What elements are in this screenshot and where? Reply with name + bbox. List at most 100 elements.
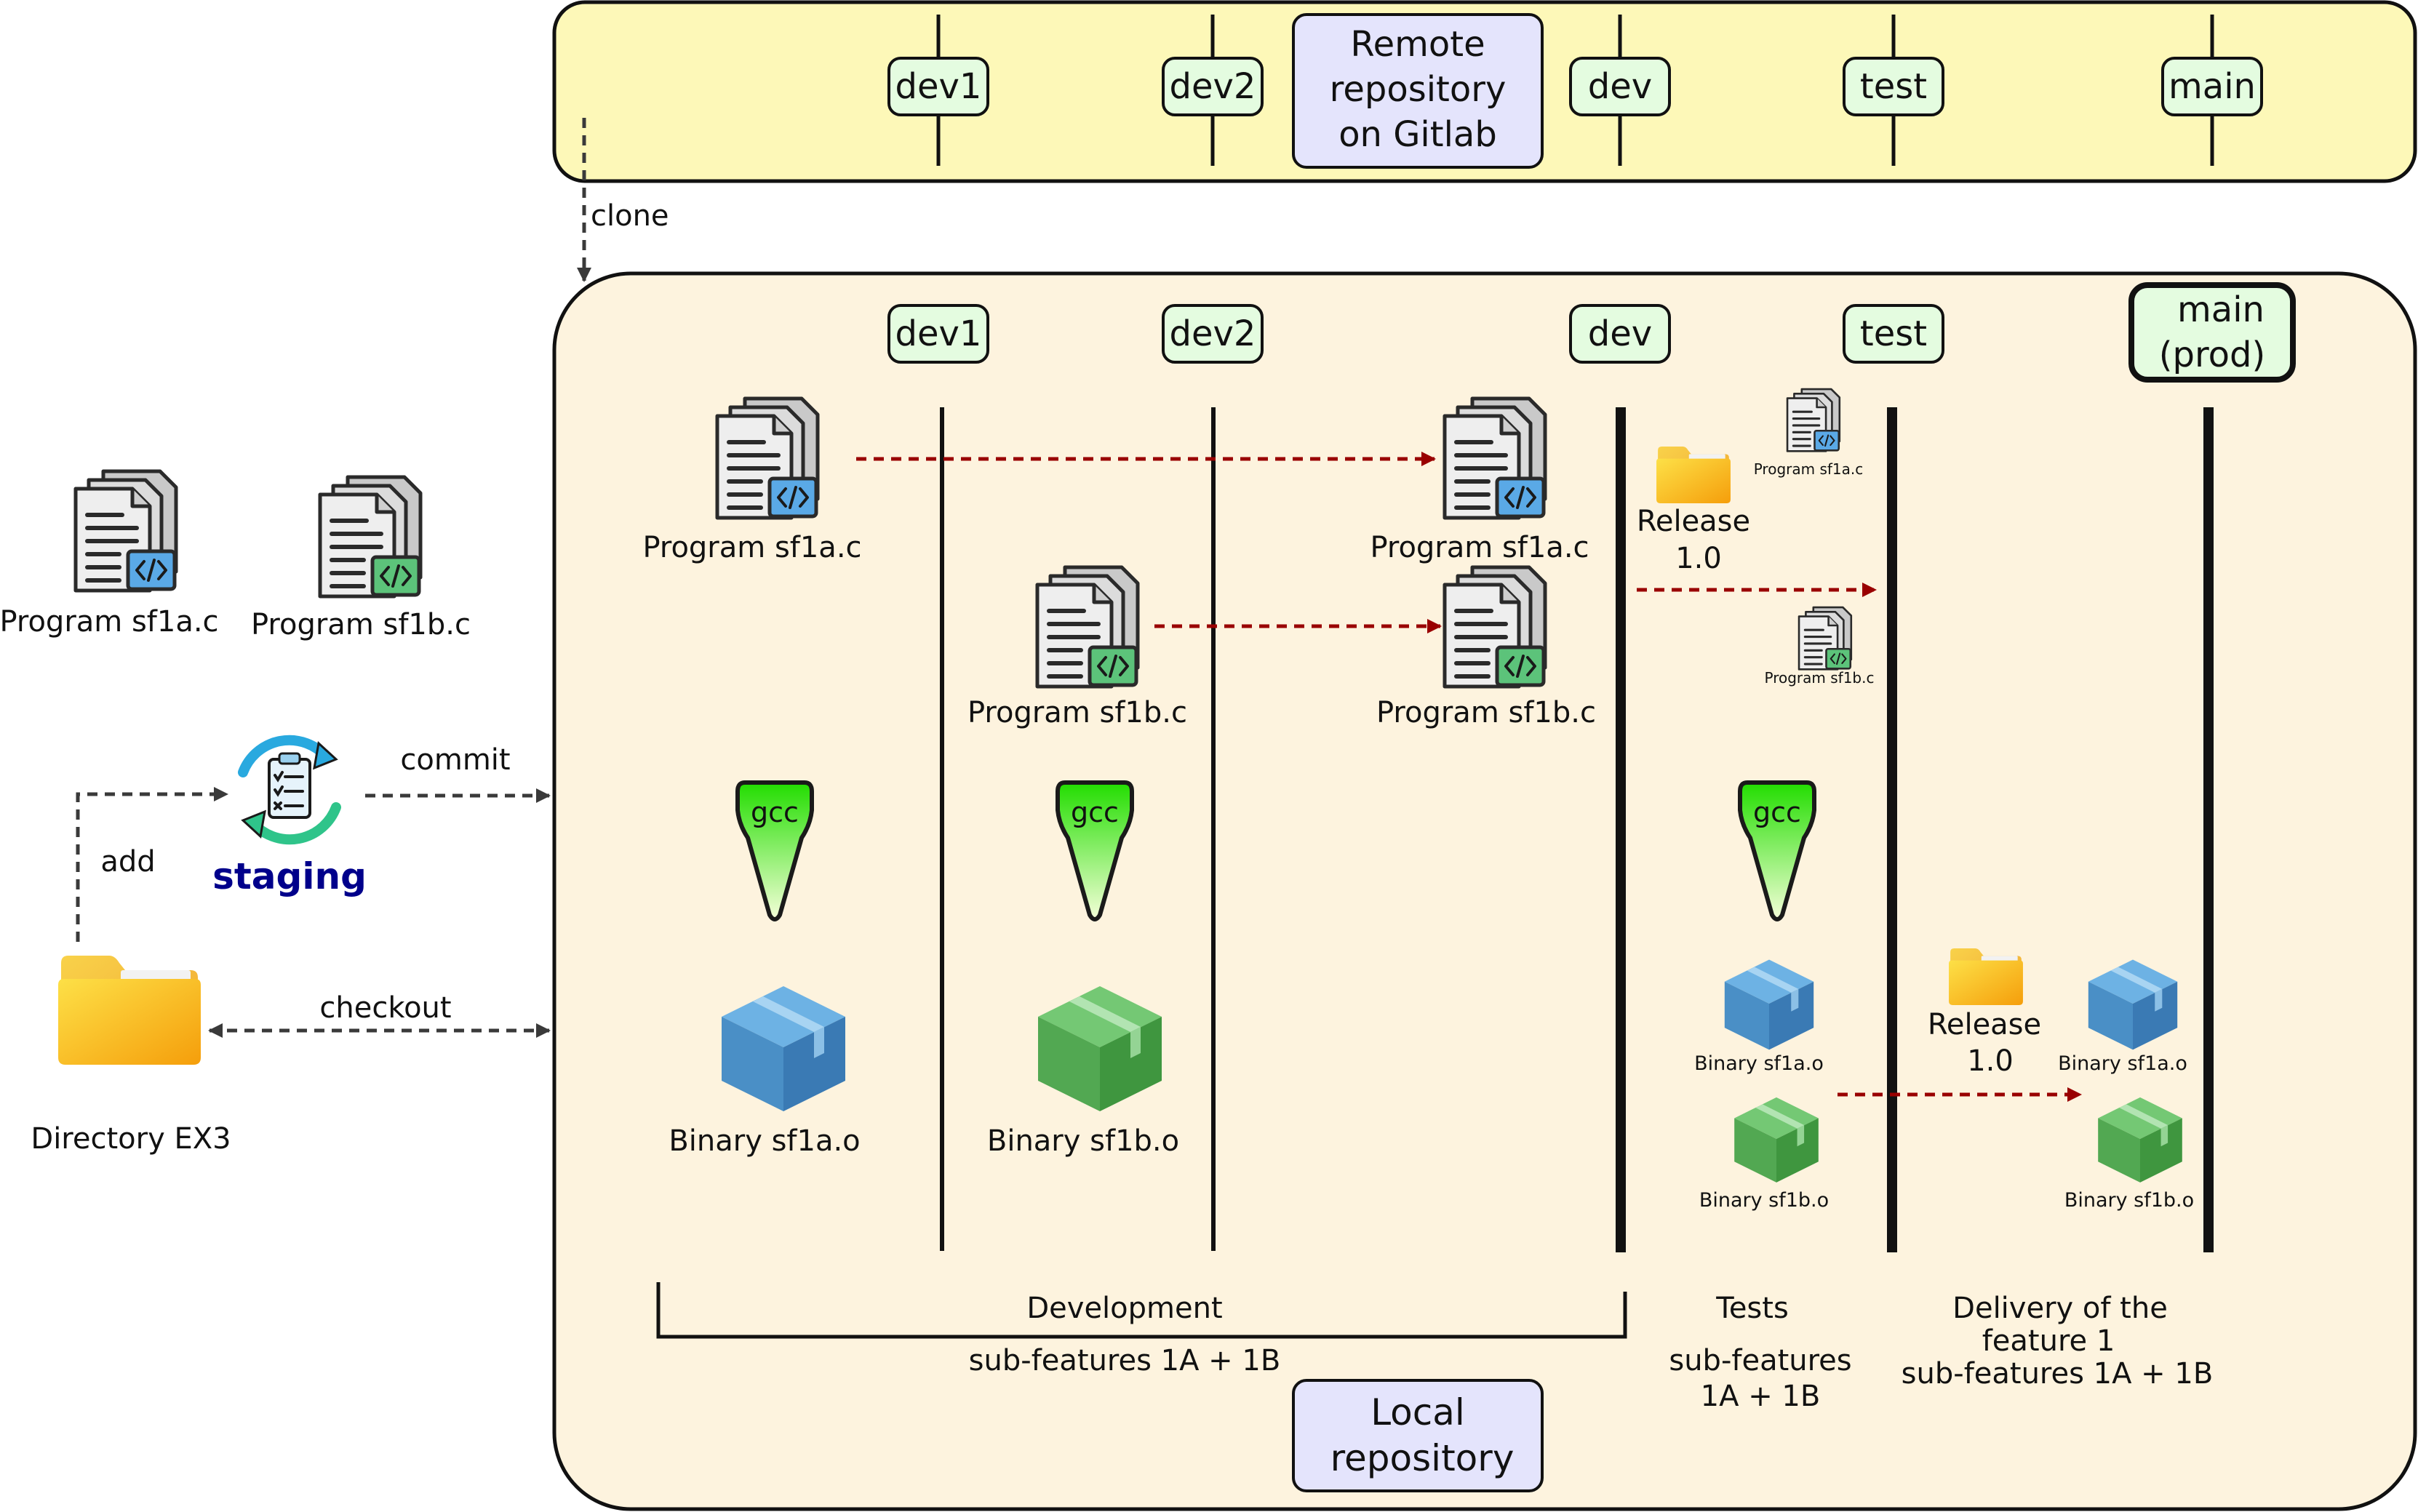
branch-label: dev2 — [1170, 66, 1256, 107]
binary-label: Binary sf1b.o — [1699, 1189, 1829, 1212]
workspace-file-sf1a[interactable]: Program sf1a.c — [0, 471, 219, 639]
staging-cycle-icon — [238, 735, 341, 845]
gcc-label: gcc — [1753, 796, 1801, 828]
checkout-label: checkout — [319, 991, 451, 1025]
main-release-folder: Release 1.0 — [1928, 948, 2041, 1078]
branch-label: main — [2168, 66, 2256, 107]
local-branch-dev[interactable]: dev — [1569, 304, 1671, 364]
code-file-icon — [1787, 389, 1840, 451]
local-repository-title: Local repository — [1292, 1379, 1544, 1492]
gcc-label: gcc — [1071, 796, 1119, 828]
code-file-icon — [717, 399, 818, 518]
branch-label: dev1 — [895, 313, 982, 354]
gcc-label: gcc — [751, 796, 799, 828]
branch-label: dev — [1588, 313, 1652, 354]
remote-title-line-3: on Gitlab — [1338, 114, 1497, 155]
folder-icon — [58, 956, 201, 1065]
remote-branch-dev[interactable]: dev — [1569, 57, 1671, 116]
code-file-icon — [320, 477, 420, 596]
development-sub-label: sub-features 1A + 1B — [969, 1344, 1281, 1377]
workspace-file-sf1b[interactable]: Program sf1b.c — [251, 477, 471, 641]
main-binary-sf1b: Binary sf1b.o — [2064, 1097, 2194, 1212]
gcc-funnel-dev2: gcc — [1058, 783, 1132, 919]
remote-repository-title: Remote repository on Gitlab — [1292, 13, 1544, 169]
test-binary-sf1b: Binary sf1b.o — [1699, 1097, 1829, 1212]
staging-label: staging — [212, 855, 367, 897]
release-label-line-2: 1.0 — [1675, 542, 1722, 575]
file-label: Program sf1a.c — [1370, 531, 1589, 564]
local-branch-test[interactable]: test — [1843, 304, 1944, 364]
main-binary-sf1a: Binary sf1a.o — [2058, 959, 2187, 1075]
dev1-binary-sf1a: Binary sf1a.o — [669, 986, 861, 1158]
small-file-label: Program sf1b.c — [1765, 669, 1875, 687]
code-file-icon — [1037, 567, 1138, 687]
local-branch-dev2[interactable]: dev2 — [1162, 304, 1264, 364]
test-release-folder: Release 1.0 — [1637, 447, 1750, 575]
dev-program-sf1a: Program sf1a.c — [1370, 399, 1589, 564]
local-title-line-1: Local — [1370, 1391, 1465, 1433]
add-arrow — [76, 787, 228, 942]
test-small-file-sf1b: Program sf1b.c — [1765, 607, 1875, 687]
small-file-label: Program sf1a.c — [1754, 460, 1864, 478]
branch-label: dev1 — [895, 66, 982, 107]
remote-branch-test[interactable]: test — [1843, 57, 1944, 116]
gcc-funnel-dev1: gcc — [738, 783, 812, 919]
add-label: add — [100, 845, 155, 879]
branch-label: test — [1860, 313, 1927, 354]
code-file-icon — [1445, 399, 1545, 518]
staging-area[interactable]: staging — [212, 735, 367, 897]
local-branch-main-prod[interactable]: main (prod) — [2128, 282, 2296, 383]
remote-branch-dev2[interactable]: dev2 — [1162, 57, 1264, 116]
tests-sub-label-line-2: 1A + 1B — [1701, 1380, 1821, 1413]
release-label-line-2: 1.0 — [1967, 1044, 2014, 1078]
file-label: Program sf1b.c — [967, 696, 1187, 729]
local-branch-dev1[interactable]: dev1 — [887, 304, 989, 364]
branch-label: dev2 — [1170, 313, 1256, 354]
file-label: Program sf1b.c — [1376, 696, 1596, 729]
binary-label: Binary sf1a.o — [669, 1124, 860, 1158]
binary-label: Binary sf1b.o — [987, 1124, 1179, 1158]
branch-label: dev — [1588, 66, 1652, 107]
directory-ex3[interactable]: Directory EX3 — [31, 956, 231, 1156]
file-label: Program sf1a.c — [642, 531, 861, 564]
binary-label: Binary sf1a.o — [2058, 1052, 2187, 1075]
code-file-icon — [76, 471, 176, 591]
main-label-line-2: (prod) — [2159, 335, 2265, 375]
code-file-icon — [1445, 567, 1545, 687]
tests-sub-label-line-1: sub-features — [1669, 1344, 1851, 1377]
main-label-line-1: main — [2177, 289, 2265, 330]
delivery-label-line-3: sub-features 1A + 1B — [1902, 1357, 2214, 1391]
folder-icon — [1656, 447, 1731, 503]
gcc-funnel-dev: gcc — [1740, 783, 1814, 919]
release-label-line-1: Release — [1637, 505, 1750, 538]
delivery-label-line-2: feature 1 — [1982, 1324, 2115, 1358]
commit-label: commit — [400, 743, 510, 777]
local-title-line-2: repository — [1330, 1437, 1515, 1479]
branch-label: test — [1860, 66, 1927, 107]
local-branch-lines — [940, 407, 2214, 1252]
binary-label: Binary sf1b.o — [2064, 1189, 2194, 1212]
clone-label: clone — [591, 199, 669, 233]
dev2-binary-sf1b: Binary sf1b.o — [987, 986, 1179, 1158]
local-repository-panel — [552, 271, 2417, 1511]
directory-label: Directory EX3 — [31, 1122, 231, 1156]
binary-label: Binary sf1a.o — [1694, 1052, 1824, 1075]
tests-label: Tests — [1715, 1292, 1789, 1325]
code-file-icon — [1799, 607, 1851, 669]
test-binary-sf1a: Binary sf1a.o — [1694, 959, 1824, 1075]
remote-title-line-2: repository — [1330, 69, 1507, 110]
file-label: Program sf1a.c — [0, 605, 219, 639]
remote-branch-main[interactable]: main — [2161, 57, 2263, 116]
delivery-label-line-1: Delivery of the — [1952, 1292, 2168, 1325]
dev1-program-sf1a: Program sf1a.c — [642, 399, 862, 564]
test-small-file-sf1a: Program sf1a.c — [1754, 389, 1864, 478]
dev-program-sf1b: Program sf1b.c — [1376, 567, 1596, 729]
file-label: Program sf1b.c — [251, 608, 471, 641]
development-label: Development — [1026, 1292, 1222, 1325]
folder-icon — [1949, 948, 2023, 1005]
release-label-line-1: Release — [1928, 1008, 2041, 1041]
development-bracket — [656, 1282, 1627, 1339]
remote-branch-dev1[interactable]: dev1 — [887, 57, 989, 116]
dev2-program-sf1b: Program sf1b.c — [967, 567, 1187, 729]
